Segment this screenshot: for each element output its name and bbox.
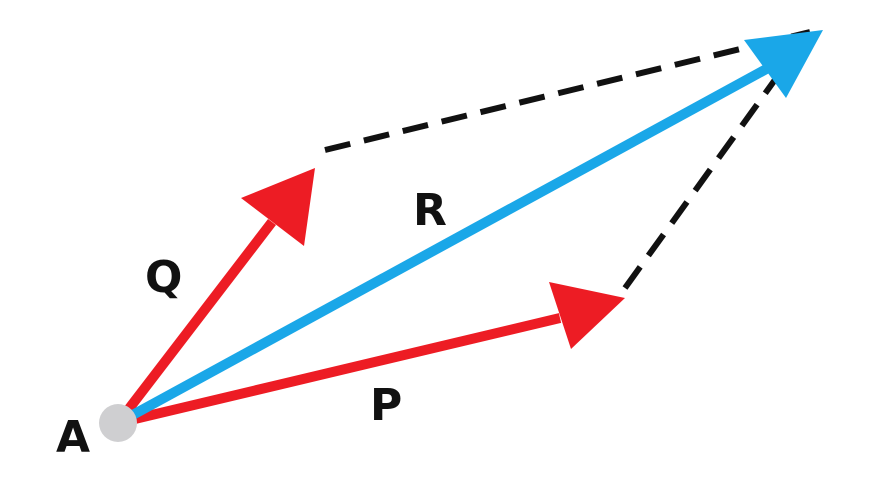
vector-r-label: R [413,185,447,236]
vector-p [116,282,625,428]
vector-q [114,168,315,427]
vector-p-label: P [370,380,402,431]
origin-point [99,404,137,442]
vector-p-arrowhead [549,282,625,349]
vector-q-label: Q [145,252,182,303]
origin-label: A [56,412,90,463]
vector-q-shaft [114,218,276,427]
vector-p-shaft [116,313,562,428]
vector-r-arrowhead [744,30,823,98]
vector-r-shaft [115,62,773,428]
vector-r [115,30,823,428]
dashed-line-p-to-r [622,68,785,290]
vector-q-arrowhead [241,168,315,246]
dashed-line-q-to-r [324,29,811,153]
